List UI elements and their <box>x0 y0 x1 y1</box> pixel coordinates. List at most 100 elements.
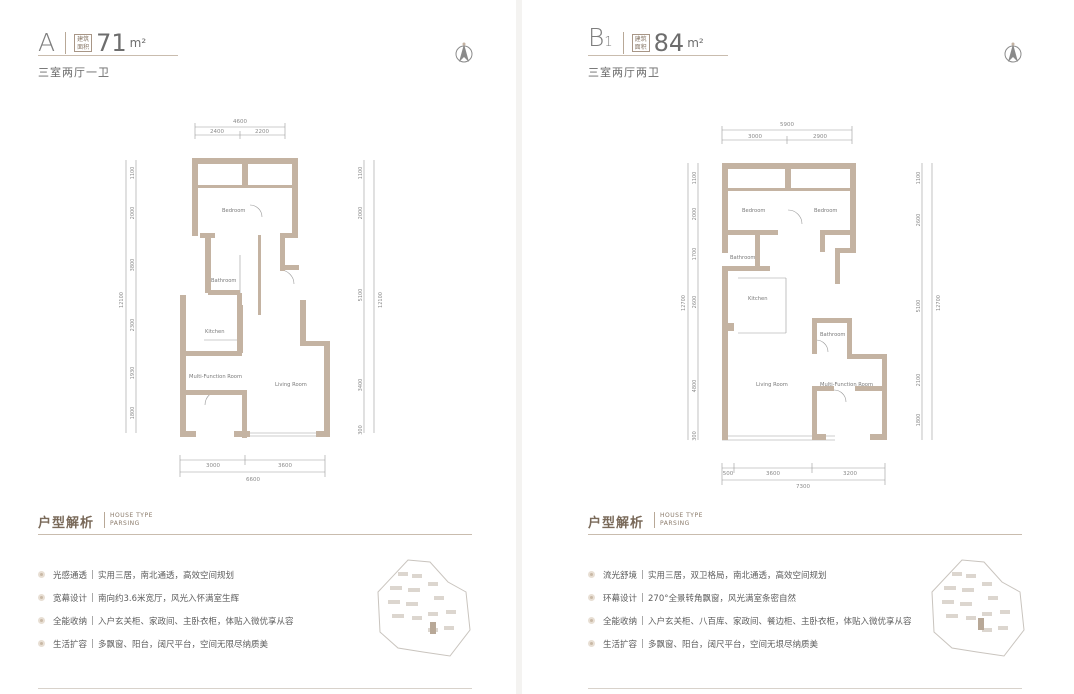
bullet-icon <box>38 571 45 578</box>
feature-key: 全能收纳 <box>603 616 638 627</box>
dim-label: 12100 <box>119 292 125 308</box>
dim-label: 3000 <box>206 463 220 469</box>
dim-label: 2100 <box>916 374 922 387</box>
room-label: Kitchen <box>205 329 225 335</box>
room-label: Bathroom <box>730 255 755 261</box>
room-label: Kitchen <box>748 296 768 302</box>
dim-label: 1100 <box>130 167 136 180</box>
dim-label: 300 <box>358 425 364 435</box>
room-label: Multi-Function Room <box>820 382 873 388</box>
room-label: Bedroom <box>742 208 765 214</box>
feature-key: 全能收纳 <box>53 616 88 627</box>
feature-divider <box>92 593 94 602</box>
room-label: Bedroom <box>814 208 837 214</box>
plan-b-letter-main: B <box>588 23 605 52</box>
site-keymap <box>377 559 471 657</box>
plan-b-subtitle: 三室两厅两卫 <box>588 66 660 79</box>
site-keymap <box>931 559 1025 657</box>
dim-label: 1100 <box>692 172 698 185</box>
section-en-line: HOUSE TYPE <box>660 512 703 519</box>
section-en-title: HOUSE TYPE PARSING <box>660 512 703 528</box>
feature-divider <box>642 639 644 648</box>
plan-b-header: B1 建筑面积 84 m² <box>588 23 704 58</box>
dim-label: 3400 <box>358 379 364 392</box>
dim-label: 2600 <box>916 214 922 227</box>
dim-label: 12100 <box>378 292 384 308</box>
feature-key: 宽幕设计 <box>53 593 88 604</box>
section-en-line: PARSING <box>110 520 140 527</box>
section-underline <box>38 534 472 535</box>
feature-key: 环幕设计 <box>603 593 638 604</box>
list-item: 宽幕设计南向约3.6米宽厅，风光入怀满室生辉 <box>38 586 294 609</box>
dim-label: 12700 <box>936 295 942 311</box>
plan-a-area: 71 <box>96 29 127 57</box>
feature-divider <box>92 616 94 625</box>
room-label: Living Room <box>756 382 788 388</box>
plan-b-letter-sub: 1 <box>604 35 613 50</box>
dim-label: 300 <box>692 431 698 441</box>
header-divider <box>65 32 67 54</box>
room-label: Living Room <box>275 382 307 388</box>
bullet-icon <box>38 617 45 624</box>
feature-divider <box>642 616 644 625</box>
bullet-icon <box>588 640 595 647</box>
compass-icon <box>1004 42 1022 63</box>
list-item: 流光舒境实用三居，双卫格局，南北通透，高效空间规划 <box>588 563 912 586</box>
room-label: Multi-Function Room <box>189 374 242 380</box>
dim-label: 1800 <box>916 414 922 427</box>
room-label: Bedroom <box>222 208 245 214</box>
bottom-rule <box>38 688 472 689</box>
section-title: 户型解析 <box>588 516 645 531</box>
dim-label: 3600 <box>278 463 292 469</box>
list-item: 环幕设计 270°全景转角飘窗，风光满室条密自然 <box>588 586 912 609</box>
feature-text: 270°全景转角飘窗，风光满室条密自然 <box>648 593 796 604</box>
feature-text: 南向约3.6米宽厅，风光入怀满室生辉 <box>98 593 240 604</box>
dim-label: 3200 <box>843 471 857 477</box>
feature-text: 入户玄关柜、八百库、家政间、餐边柜、主卧衣柜，体贴入微优享从容 <box>648 616 912 627</box>
dim-label: 1100 <box>358 167 364 180</box>
dim-label: 1930 <box>130 367 136 380</box>
feature-text: 多飘窗、阳台，阔尺平台，空间无限尽纳质美 <box>98 639 269 650</box>
feature-text: 实用三居，双卫格局，南北通透，高效空间规划 <box>648 570 827 581</box>
plan-a-subtitle: 三室两厅一卫 <box>38 66 110 79</box>
plan-b-page: B1 建筑面积 84 m² 三室两厅两卫 <box>522 0 1074 694</box>
header-underline <box>588 55 728 56</box>
dim-label: 500 <box>723 471 734 477</box>
room-label: Bathroom <box>211 278 236 284</box>
page-gutter <box>516 0 522 694</box>
bottom-rule <box>588 688 1022 689</box>
feature-key: 光感通透 <box>53 570 88 581</box>
dim-label: 4800 <box>692 380 698 393</box>
dim-label: 2200 <box>255 129 269 135</box>
plan-a-letter: A <box>38 28 56 57</box>
section-divider <box>654 512 655 528</box>
bullet-icon <box>38 594 45 601</box>
section-en-title: HOUSE TYPE PARSING <box>110 512 153 528</box>
feature-divider <box>642 593 644 602</box>
dim-label: 2300 <box>130 319 136 332</box>
plan-b-letter: B1 <box>588 23 613 58</box>
header-underline <box>38 55 178 56</box>
floor-plan-b: Bedroom Bedroom Bathroom Kitchen Bathroo… <box>660 118 960 498</box>
section-divider <box>104 512 105 528</box>
feature-text: 入户玄关柜、家政间、主卧衣柜，体贴入微优享从容 <box>98 616 294 627</box>
feature-list: 光感通透实用三居，南北通透，高效空间规划 宽幕设计南向约3.6米宽厅，风光入怀满… <box>38 563 294 655</box>
dim-label: 4600 <box>233 119 247 125</box>
feature-divider <box>92 570 94 579</box>
dim-label: 5100 <box>358 289 364 302</box>
plan-a-page: A 建筑面积 71 m² 三室两厅一卫 <box>0 0 515 694</box>
dim-label: 3000 <box>748 134 762 140</box>
dim-label: 1800 <box>130 407 136 420</box>
dim-label: 1100 <box>916 172 922 185</box>
list-item: 生活扩容多飘窗、阳台，阔尺平台，空间无垠尽纳质美 <box>588 632 912 655</box>
dim-label: 2000 <box>358 207 364 220</box>
dim-label: 2900 <box>813 134 827 140</box>
feature-divider <box>92 639 94 648</box>
section-en-line: HOUSE TYPE <box>110 512 153 519</box>
dim-label: 3600 <box>766 471 780 477</box>
bullet-icon <box>38 640 45 647</box>
area-badge: 建筑面积 <box>74 34 93 52</box>
compass-icon <box>455 42 473 63</box>
section-title: 户型解析 <box>38 516 95 531</box>
feature-key: 流光舒境 <box>603 570 638 581</box>
